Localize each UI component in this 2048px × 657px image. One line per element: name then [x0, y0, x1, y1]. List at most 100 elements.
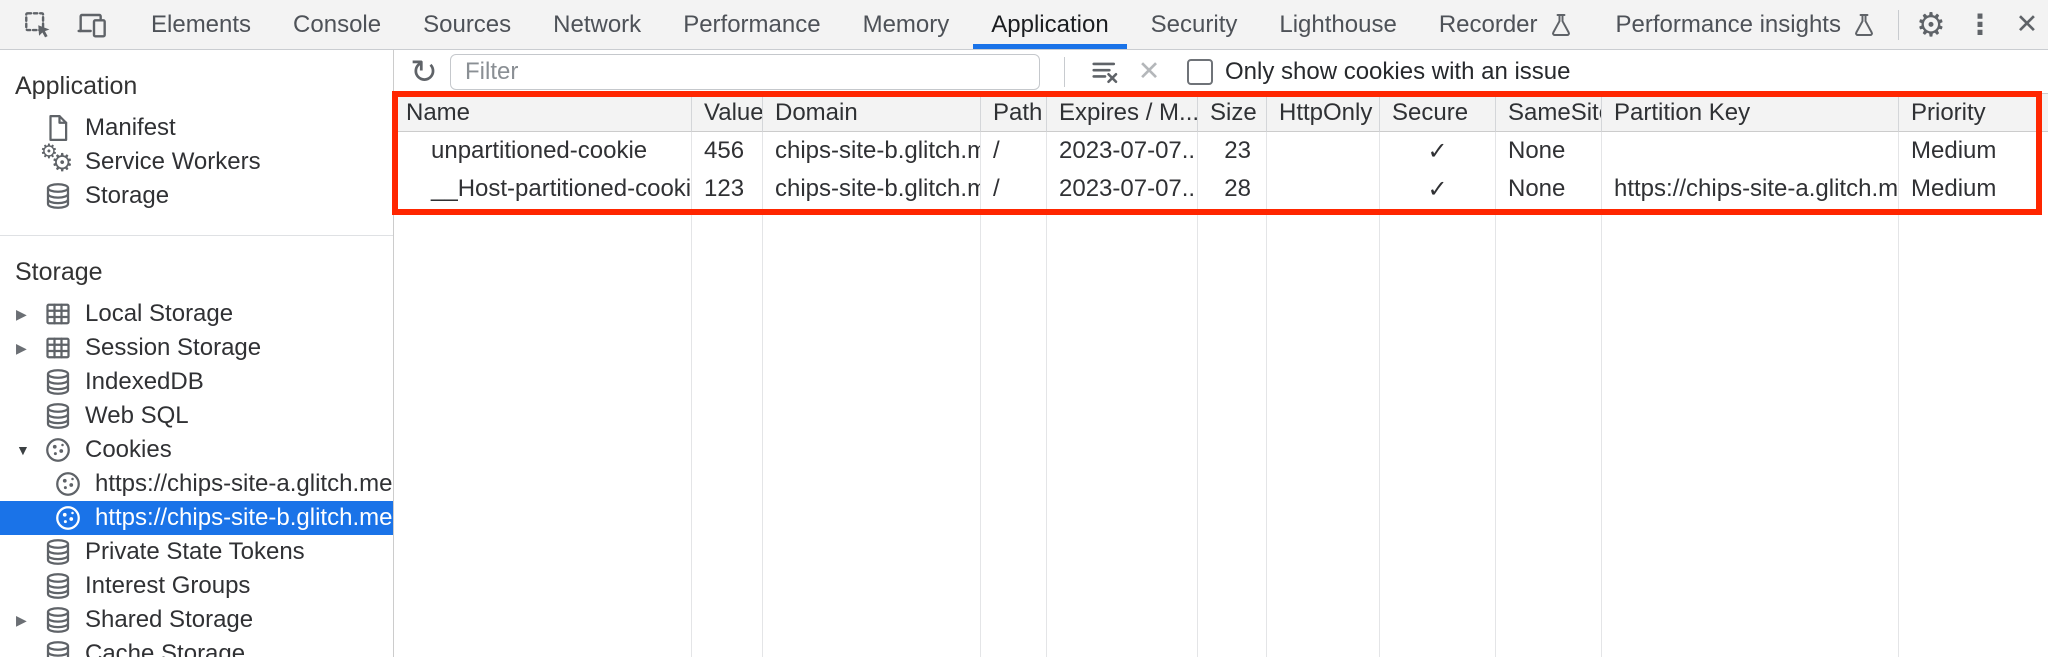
refresh-icon[interactable]: ↻ — [410, 53, 438, 90]
cookie-row-cell[interactable]: None — [1496, 132, 1602, 170]
chevron-expanded-icon[interactable]: ▼ — [16, 442, 30, 458]
column-header-samesite[interactable]: SameSite — [1496, 94, 1602, 132]
settings-gear-icon[interactable]: ⚙ — [1916, 6, 1946, 43]
tab-memory[interactable]: Memory — [862, 10, 950, 38]
sidebar-item-web-sql[interactable]: Web SQL — [0, 399, 393, 433]
inspect-element-icon[interactable] — [18, 5, 58, 45]
sidebar-item-label: Manifest — [85, 114, 176, 141]
cookies-table: Name Value Domain Path Expires / M... Si… — [394, 94, 2048, 657]
application-sidebar: Application Manifest ⚙⚙ Service Workers — [0, 50, 394, 657]
table-icon — [42, 298, 74, 330]
cookie-row-cell[interactable]: 2023-07-07... — [1047, 170, 1198, 208]
secure-check-cell[interactable]: ✓ — [1380, 132, 1496, 170]
cookie-row-cell[interactable]: 456 — [692, 132, 763, 170]
sidebar-item-label: Cache Storage — [85, 640, 246, 657]
sidebar-section-storage: Storage ▶ Local Storage ▶ Session Storag… — [0, 235, 393, 657]
column-header-secure[interactable]: Secure — [1380, 94, 1496, 132]
tab-lighthouse[interactable]: Lighthouse — [1279, 10, 1397, 38]
cookie-row-cell[interactable]: 123 — [692, 170, 763, 208]
cookie-row-cell[interactable]: chips-site-b.glitch.me — [763, 132, 981, 170]
only-issues-checkbox[interactable] — [1187, 58, 1213, 85]
database-icon — [42, 366, 74, 398]
cookie-row-cell[interactable] — [1602, 132, 1899, 170]
divider — [1897, 9, 1899, 40]
delete-cookie-icon[interactable]: ✕ — [1137, 56, 1161, 86]
cookie-row-cell[interactable]: 28 — [1198, 170, 1267, 208]
sidebar-item-cookies-chips-site-a[interactable]: https://chips-site-a.glitch.me — [0, 467, 393, 501]
device-toolbar-icon[interactable] — [72, 5, 112, 45]
sidebar-item-service-workers[interactable]: ⚙⚙ Service Workers — [0, 141, 393, 179]
cookie-icon — [52, 502, 84, 534]
sidebar-item-cookies-chips-site-b[interactable]: https://chips-site-b.glitch.me — [0, 501, 393, 535]
experiment-flask-icon — [1855, 13, 1873, 36]
tab-application[interactable]: Application — [970, 0, 1129, 49]
cookies-toolbar: ↻ ✕ Only show cookies with an issue — [394, 50, 2048, 94]
chevron-collapsed-icon[interactable]: ▶ — [16, 339, 27, 356]
devtools-tab-bar: Elements Console Sources Network Perform… — [0, 0, 2048, 50]
secure-check-cell[interactable]: ✓ — [1380, 170, 1496, 208]
sidebar-item-manifest[interactable]: Manifest — [0, 111, 393, 145]
tab-recorder[interactable]: Recorder — [1418, 0, 1595, 49]
cookie-row-cell[interactable]: Medium — [1899, 170, 2048, 208]
tab-console[interactable]: Console — [293, 10, 382, 38]
tab-security[interactable]: Security — [1150, 10, 1238, 38]
column-header-name[interactable]: Name — [394, 94, 692, 132]
cookie-icon — [52, 468, 84, 500]
cookie-icon — [42, 434, 74, 466]
column-header-partition-key[interactable]: Partition Key — [1602, 94, 1899, 132]
sidebar-item-cache-storage[interactable]: Cache Storage — [0, 637, 393, 657]
sidebar-item-label: Storage — [85, 182, 170, 209]
sidebar-item-local-storage[interactable]: ▶ Local Storage — [0, 297, 393, 331]
sidebar-item-label: https://chips-site-b.glitch.me — [95, 504, 393, 531]
sidebar-item-label: Shared Storage — [85, 606, 254, 633]
cookie-row-cell[interactable]: 2023-07-07... — [1047, 132, 1198, 170]
sidebar-item-label: Web SQL — [85, 402, 189, 429]
cookie-row-cell[interactable] — [1267, 132, 1380, 170]
sidebar-item-cookies[interactable]: ▼ Cookies — [0, 433, 393, 467]
cookie-row-cell[interactable]: __Host-partitioned-cookie — [394, 170, 692, 208]
tab-elements[interactable]: Elements — [151, 10, 252, 38]
column-header-httponly[interactable]: HttpOnly — [1267, 94, 1380, 132]
tab-network[interactable]: Network — [553, 10, 642, 38]
database-icon — [42, 400, 74, 432]
sidebar-item-private-state-tokens[interactable]: Private State Tokens — [0, 535, 393, 569]
sidebar-item-shared-storage[interactable]: ▶ Shared Storage — [0, 603, 393, 637]
column-header-path[interactable]: Path — [981, 94, 1047, 132]
database-icon — [42, 604, 74, 636]
filter-input[interactable] — [450, 53, 1040, 90]
sidebar-item-indexeddb[interactable]: IndexedDB — [0, 365, 393, 399]
cookie-row-cell[interactable] — [1267, 170, 1380, 208]
sidebar-item-label: https://chips-site-a.glitch.me — [95, 470, 393, 497]
column-header-priority[interactable]: Priority — [1899, 94, 2048, 132]
more-options-icon[interactable]: ⋮ — [1965, 8, 1994, 40]
sidebar-item-storage[interactable]: Storage — [0, 179, 393, 213]
column-header-size[interactable]: Size — [1198, 94, 1267, 132]
sidebar-section-application: Application Manifest ⚙⚙ Service Workers — [0, 50, 393, 213]
sidebar-item-session-storage[interactable]: ▶ Session Storage — [0, 331, 393, 365]
cookie-row-cell[interactable]: None — [1496, 170, 1602, 208]
cookie-row-cell[interactable]: / — [981, 132, 1047, 170]
cookie-row-cell[interactable]: 23 — [1198, 132, 1267, 170]
cookie-row-cell[interactable]: Medium — [1899, 132, 2048, 170]
chevron-collapsed-icon[interactable]: ▶ — [16, 611, 27, 628]
only-issues-label[interactable]: Only show cookies with an issue — [1225, 57, 1571, 85]
tab-performance[interactable]: Performance — [683, 10, 821, 38]
cookie-row-cell[interactable]: unpartitioned-cookie — [394, 132, 692, 170]
sidebar-item-label: Session Storage — [85, 334, 262, 361]
divider — [1064, 56, 1065, 87]
database-icon — [42, 536, 74, 568]
column-header-expires[interactable]: Expires / M... — [1047, 94, 1198, 132]
close-devtools-icon[interactable]: ✕ — [2015, 9, 2039, 39]
experiment-flask-icon — [1551, 13, 1570, 36]
cookie-row-cell[interactable]: chips-site-b.glitch.me — [763, 170, 981, 208]
chevron-collapsed-icon[interactable]: ▶ — [16, 305, 27, 322]
cookie-row-cell[interactable]: / — [981, 170, 1047, 208]
cookie-row-cell[interactable]: https://chips-site-a.glitch.me — [1602, 170, 1899, 208]
tab-sources[interactable]: Sources — [423, 10, 512, 38]
clear-filter-icon[interactable] — [1085, 52, 1125, 92]
column-header-domain[interactable]: Domain — [763, 94, 981, 132]
column-header-value[interactable]: Value — [692, 94, 763, 132]
tab-performance-insights[interactable]: Performance insights — [1595, 0, 1898, 49]
sidebar-item-interest-groups[interactable]: Interest Groups — [0, 569, 393, 603]
